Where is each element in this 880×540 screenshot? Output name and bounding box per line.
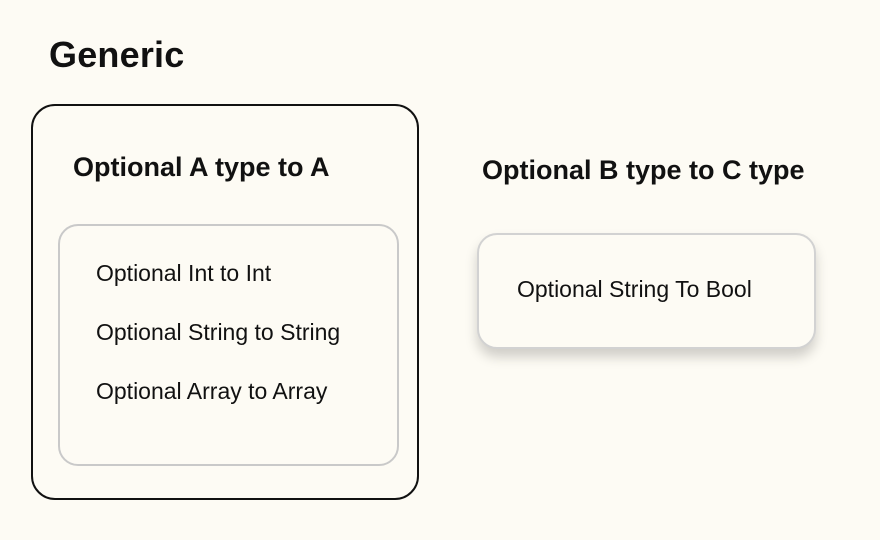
generic-group-box: Optional A type to A Optional Int to Int… (31, 104, 419, 500)
example-item: Optional Int to Int (96, 260, 272, 286)
page-title: Generic (49, 34, 185, 75)
example-item: Optional String to String (96, 319, 341, 345)
b-to-c-example-card: Optional String To Bool (477, 233, 816, 349)
a-to-a-examples-list: Optional Int to Int Optional String to S… (96, 259, 340, 436)
example-item: Optional Array to Array (96, 378, 328, 404)
group-heading-b-to-c: Optional B type to C type (482, 155, 805, 185)
example-item: Optional String To Bool (517, 276, 752, 302)
a-to-a-examples-box: Optional Int to Int Optional String to S… (58, 224, 399, 466)
group-heading-a-to-a: Optional A type to A (73, 152, 330, 182)
